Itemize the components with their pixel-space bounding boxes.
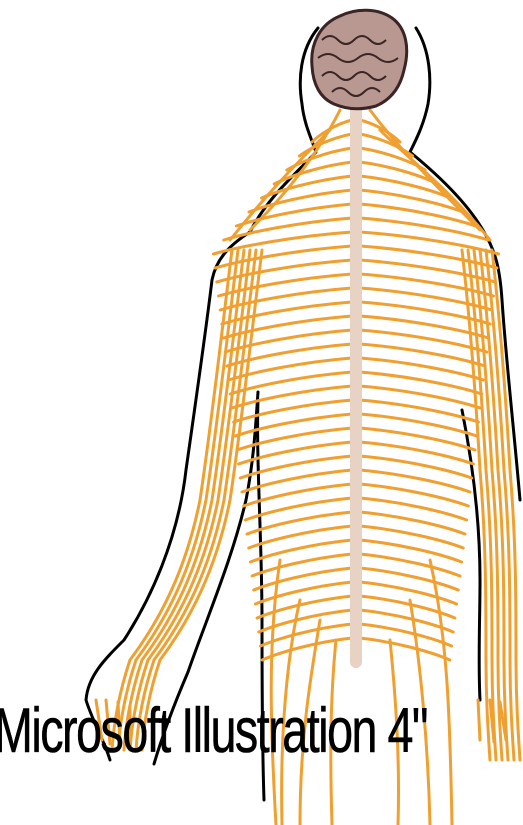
nerve-104: [478, 700, 480, 740]
caption-text: Microsoft Illustration 4": [0, 700, 427, 763]
nerve-16: [360, 218, 488, 240]
nerve-18: [360, 232, 499, 254]
nerve-86: [142, 250, 262, 750]
nerve-99: [271, 560, 280, 825]
nerve-7: [274, 162, 352, 184]
nerve-79: [230, 130, 330, 240]
brain-shape: [312, 10, 407, 109]
brain-icon: [312, 10, 407, 109]
